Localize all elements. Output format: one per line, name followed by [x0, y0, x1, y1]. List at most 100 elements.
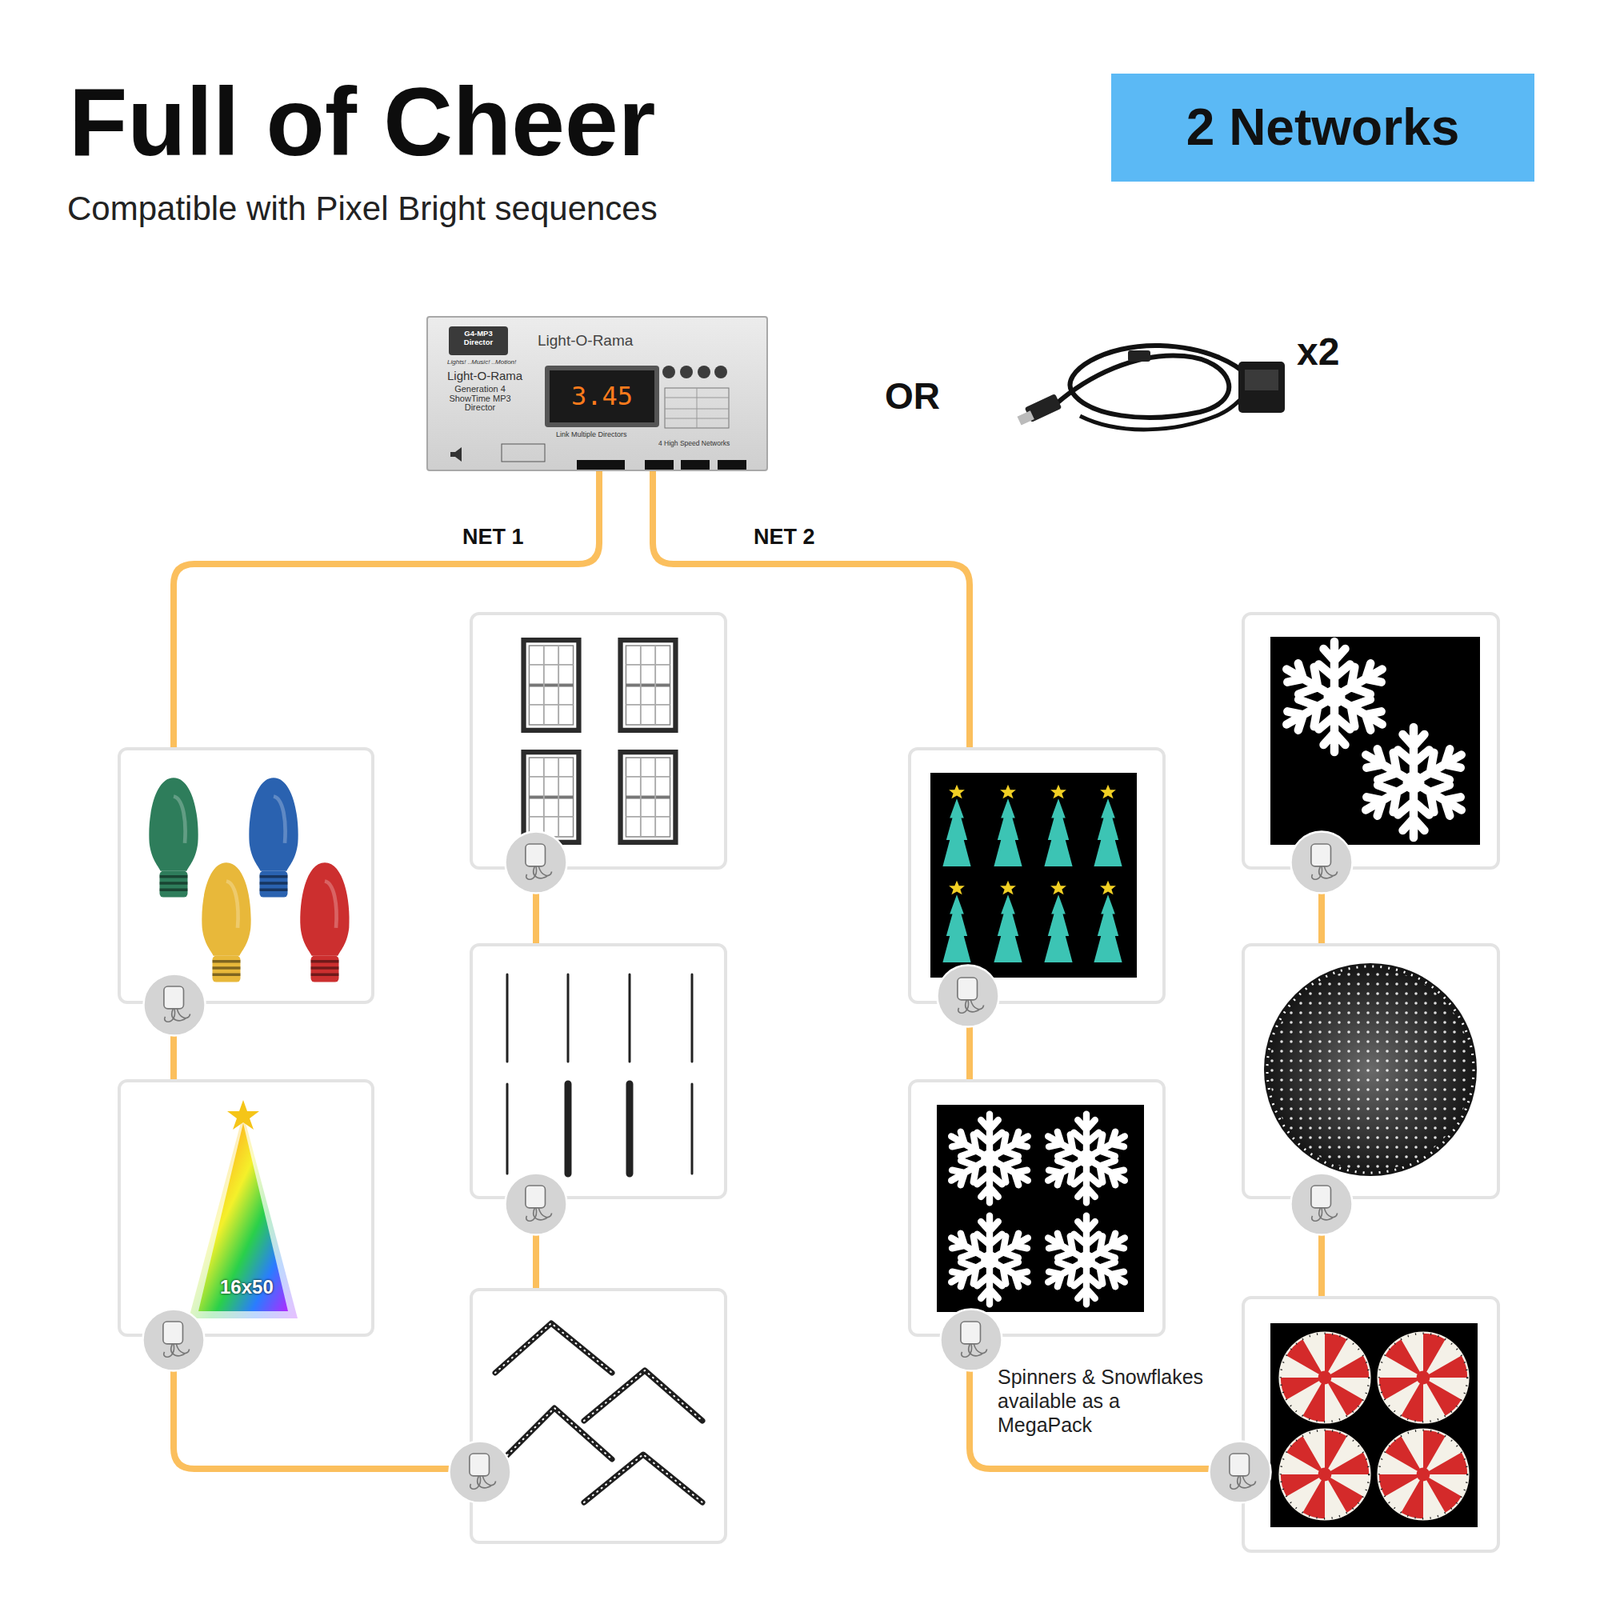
prop-box	[908, 747, 1166, 1004]
stick	[507, 974, 692, 1062]
function-table	[664, 388, 729, 428]
model-tab-bg	[448, 326, 508, 356]
prop-box	[117, 747, 375, 1004]
black-panel	[1270, 636, 1480, 845]
model-name: Generation 4 ShowTime MP3 Director	[448, 384, 512, 413]
window-frame	[520, 749, 581, 845]
controller-icon	[1208, 1440, 1271, 1503]
model-tab: G4-MP3 Director	[450, 329, 507, 348]
prop-box: 16x50	[117, 1079, 375, 1337]
usb-plug	[1024, 393, 1063, 423]
spinner	[1275, 1428, 1374, 1520]
tagline: Lights! ..Music! ..Motion!	[447, 358, 516, 366]
disc-pixels	[1269, 968, 1472, 1171]
controller-icons	[142, 831, 1352, 1503]
network-port	[717, 460, 747, 470]
tree	[1093, 880, 1122, 963]
window-props	[520, 637, 678, 845]
controller-icon	[940, 1308, 1002, 1371]
black-panel	[930, 772, 1137, 978]
black-panel	[1270, 1323, 1478, 1528]
network-cable	[1318, 869, 1325, 944]
window-frame	[617, 637, 678, 733]
snowflake	[944, 1216, 1034, 1304]
stick	[507, 1084, 692, 1174]
function-table-grid	[664, 388, 729, 428]
small-snowflakes	[936, 1104, 1144, 1312]
yellow-bulb	[201, 862, 251, 982]
controller-icon	[936, 964, 999, 1027]
brand-name: Light-O-Rama	[447, 368, 523, 383]
network-cable	[532, 1199, 540, 1288]
page-caption: Compatible with Pixel Bright sequences	[67, 188, 658, 229]
spinner	[1373, 1428, 1472, 1520]
prop-box	[908, 1079, 1166, 1337]
badge-text: 2 Networks	[1186, 99, 1460, 156]
network-cable	[1318, 1199, 1325, 1296]
disc-rim	[1267, 966, 1474, 1173]
network-cable	[969, 1336, 1242, 1469]
usb-cable	[1016, 345, 1285, 430]
snowflake	[1041, 1114, 1131, 1203]
speaker-icon	[450, 447, 462, 462]
or-label: OR	[884, 376, 940, 417]
spinner	[1275, 1331, 1374, 1424]
arch-pixels	[495, 1323, 703, 1503]
note-text: Spinners & Snowflakes available as a Meg…	[997, 1364, 1208, 1437]
button	[714, 365, 728, 379]
pixel-disc	[1264, 963, 1477, 1176]
tree	[993, 880, 1022, 963]
green-bulb	[148, 777, 198, 897]
network-port	[680, 460, 710, 470]
display-bezel	[544, 365, 660, 428]
button	[662, 365, 676, 379]
network-cable	[173, 1336, 470, 1469]
tree	[1093, 784, 1122, 867]
large-snowflakes	[1270, 636, 1480, 845]
cable	[1080, 382, 1252, 430]
network-port	[576, 460, 625, 470]
quantity-label: x2	[1296, 331, 1340, 374]
controller-icon	[1290, 831, 1352, 893]
tree	[1044, 880, 1072, 963]
prop-box	[469, 612, 728, 870]
tree-body	[198, 1123, 288, 1312]
window-frame	[617, 749, 678, 845]
button	[697, 365, 711, 379]
mega-tree	[188, 1100, 298, 1319]
network-cable	[532, 869, 540, 944]
port-label: 4 High Speed Networks	[658, 439, 730, 448]
snowflake	[1357, 727, 1469, 838]
snowflake	[1278, 641, 1390, 752]
controller-icon	[142, 1308, 204, 1371]
network-label: NET 2	[750, 524, 819, 550]
snowflake	[944, 1114, 1034, 1203]
snowflake	[1041, 1216, 1131, 1304]
network-label: NET 1	[459, 524, 528, 550]
c9-bulbs	[148, 777, 349, 982]
small-trees	[930, 772, 1137, 978]
network-cable	[170, 1004, 177, 1080]
network-connector	[1238, 361, 1285, 413]
blue-bulb	[248, 777, 298, 897]
pixel-sticks	[507, 974, 692, 1174]
tree	[1044, 784, 1072, 867]
tree-glow	[188, 1113, 298, 1319]
pixel-arches	[495, 1323, 703, 1503]
spinner	[1373, 1331, 1472, 1424]
cable	[1056, 345, 1248, 418]
network-cable	[966, 1004, 973, 1080]
stick	[568, 1084, 630, 1174]
prop-box	[469, 943, 728, 1200]
black-panel	[936, 1104, 1144, 1312]
controller-icon	[1290, 1172, 1352, 1235]
tree	[942, 784, 971, 867]
usb-tip	[1016, 410, 1034, 425]
controller-icon	[504, 1172, 567, 1235]
arch	[495, 1323, 703, 1503]
network-count-badge: 2 Networks	[1111, 73, 1535, 182]
tree-star	[227, 1100, 260, 1130]
controller-icon	[504, 831, 567, 893]
